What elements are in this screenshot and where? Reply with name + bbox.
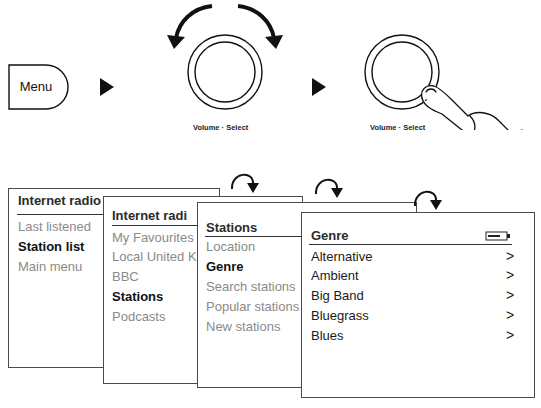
menu-item: Big Band xyxy=(311,288,364,303)
control-illustration xyxy=(0,0,541,130)
rotate-arrow xyxy=(176,6,212,38)
screen-heading: Stations xyxy=(206,220,257,235)
menu-item: Blues xyxy=(311,328,344,343)
heading-rule xyxy=(17,214,105,215)
menu-item: Bluegrass xyxy=(311,308,369,323)
step-arrow xyxy=(100,78,114,96)
knob-inner xyxy=(195,42,255,102)
menu-item: Main menu xyxy=(18,259,82,274)
menu-item: Alternative xyxy=(311,249,372,264)
knob-label: Volume · Select xyxy=(370,123,425,132)
submenu-chevron: > xyxy=(506,249,514,264)
screen-heading: Internet radi xyxy=(112,208,187,223)
heading-rule xyxy=(309,244,512,245)
page-turn-head xyxy=(247,183,259,193)
selected-item: Stations xyxy=(112,289,163,304)
rotate-arrow-head xyxy=(167,35,185,49)
menu-item: Ambient xyxy=(311,268,359,283)
rotate-arrow-head xyxy=(265,35,283,49)
menu-item: Location xyxy=(206,239,255,254)
rotate-arrow xyxy=(238,6,274,38)
menu-item: My Favourites xyxy=(112,230,194,245)
submenu-chevron: > xyxy=(506,328,514,343)
button-label: Menu xyxy=(8,64,64,110)
menu-item: Popular stations xyxy=(206,299,299,314)
menu-item: Local United K xyxy=(112,249,197,264)
heading-rule xyxy=(112,225,202,226)
menu-item: Search stations xyxy=(206,279,296,294)
page-turn-head xyxy=(430,200,442,210)
screen-heading: Internet radio xyxy=(18,193,101,208)
menu-item: Last listened xyxy=(18,219,91,234)
screen-panel: GenreAlternative > Ambient > Big Band > Bluegr… xyxy=(301,212,535,398)
step-arrow xyxy=(312,78,326,96)
menu-item: New stations xyxy=(206,319,280,334)
menu-item: BBC xyxy=(112,269,139,284)
submenu-chevron: > xyxy=(506,288,514,303)
battery-icon xyxy=(485,230,511,242)
page-turn-head xyxy=(331,188,343,198)
submenu-chevron: > xyxy=(506,268,514,283)
screen-heading: Genre xyxy=(311,228,349,243)
selected-item: Genre xyxy=(206,259,244,274)
knob-outer xyxy=(188,35,262,109)
knob-label: Volume · Select xyxy=(193,123,248,132)
submenu-chevron: > xyxy=(506,308,514,323)
pressing-hand xyxy=(422,86,522,130)
menu-item: Podcasts xyxy=(112,309,165,324)
heading-rule xyxy=(205,236,305,237)
selected-item: Station list xyxy=(18,239,84,254)
menu-button: Menu xyxy=(8,64,70,110)
